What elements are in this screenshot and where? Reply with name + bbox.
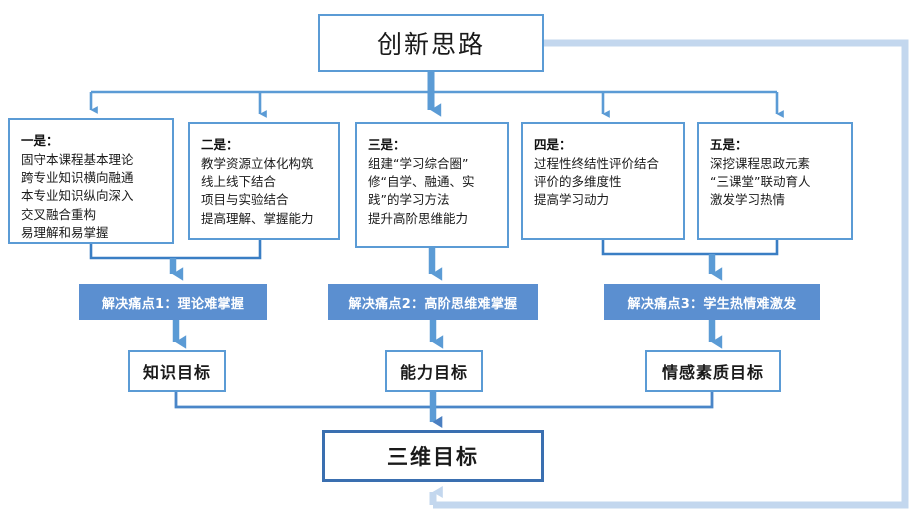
idea-box-5-line-2: “三课堂”联动育人: [710, 174, 811, 190]
idea-box-3-line-1: 组建“学习综合圈”: [368, 156, 469, 172]
idea-box-2-line-1: 教学资源立体化构筑: [201, 156, 314, 172]
idea-box-1-line-1: 固守本课程基本理论: [21, 152, 134, 168]
idea-box-2-line-2: 线上线下结合: [201, 174, 277, 190]
idea-box-1-heading: 一是：: [21, 133, 59, 148]
idea-box-3: 三是： 组建“学习综合圈” 修“自学、融通、实 践”的学习方法 提升高阶思维能力: [355, 122, 509, 248]
goals-to-outcome-connector: [174, 392, 714, 428]
page-title: 创新思路: [376, 30, 485, 59]
goal-box-knowledge-label: 知识目标: [142, 363, 211, 382]
idea-box-3-line-2: 修“自学、融通、实: [368, 174, 475, 190]
ideas-12-to-painpoint-1-connector: [89, 240, 262, 281]
idea-box-1-line-2: 跨专业知识横向融通: [21, 170, 134, 186]
goal-box-ability: 能力目标: [385, 350, 483, 392]
idea-box-4-line-3: 提高学习动力: [534, 192, 610, 208]
idea-box-1: 一是： 固守本课程基本理论 跨专业知识横向融通 本专业知识纵向深入 交叉融合重构…: [8, 118, 174, 244]
goal-box-knowledge: 知识目标: [128, 350, 226, 392]
ideas-45-to-painpoint-3-connector: [601, 240, 779, 281]
idea-box-1-line-4: 交叉融合重构: [21, 206, 97, 222]
idea-box-1-line-3: 本专业知识纵向深入: [21, 188, 134, 204]
painpoints-to-goals-connector: [172, 320, 723, 349]
idea-box-4-line-1: 过程性终结性评价结合: [534, 156, 660, 172]
idea-box-3-line-4: 提升高阶思维能力: [368, 210, 469, 226]
pain-point-bar-3-label: 解决痛点3：学生热情难激发: [627, 296, 797, 312]
idea-box-2-line-4: 提高理解、掌握能力: [201, 210, 314, 226]
diagram-title-box: 创新思路: [318, 14, 544, 72]
pain-point-bar-1-label: 解决痛点1：理论难掌握: [101, 296, 245, 312]
idea-box-5-line-1: 深挖课程思政元素: [710, 156, 811, 172]
idea-box-5-line-3: 激发学习热情: [710, 192, 786, 208]
outcome-box: 三维目标: [322, 430, 544, 482]
idea-box-2-heading: 二是：: [201, 137, 239, 152]
goal-box-emotion-quality-label: 情感素质目标: [661, 363, 764, 382]
idea-box-4: 四是： 过程性终结性评价结合 评价的多维度性 提高学习动力: [521, 122, 685, 240]
idea-box-2-line-3: 项目与实验结合: [201, 192, 289, 208]
idea-box-3-heading: 三是：: [368, 137, 406, 152]
goal-box-emotion-quality: 情感素质目标: [645, 350, 781, 392]
idea-box-5: 五是： 深挖课程思政元素 “三课堂”联动育人 激发学习热情: [697, 122, 853, 240]
pain-point-bar-1: 解决痛点1：理论难掌握: [79, 284, 267, 320]
idea-box-3-line-3: 践”的学习方法: [368, 192, 450, 208]
idea-box-1-line-5: 易理解和易掌握: [21, 224, 109, 240]
goal-box-ability-label: 能力目标: [399, 363, 468, 382]
title-to-ideas-connector: [89, 72, 784, 118]
idea-box-4-heading: 四是：: [534, 137, 572, 152]
idea-box-5-heading: 五是：: [710, 137, 748, 152]
idea-box-4-line-2: 评价的多维度性: [534, 174, 622, 190]
pain-point-bar-2-label: 解决痛点2：高阶思维难掌握: [348, 296, 518, 312]
pain-point-bar-3: 解决痛点3：学生热情难激发: [604, 284, 820, 320]
pain-point-bar-2: 解决痛点2：高阶思维难掌握: [328, 284, 538, 320]
outcome-box-label: 三维目标: [387, 445, 479, 469]
idea-box-2: 二是： 教学资源立体化构筑 线上线下结合 项目与实验结合 提高理解、掌握能力: [188, 122, 340, 240]
